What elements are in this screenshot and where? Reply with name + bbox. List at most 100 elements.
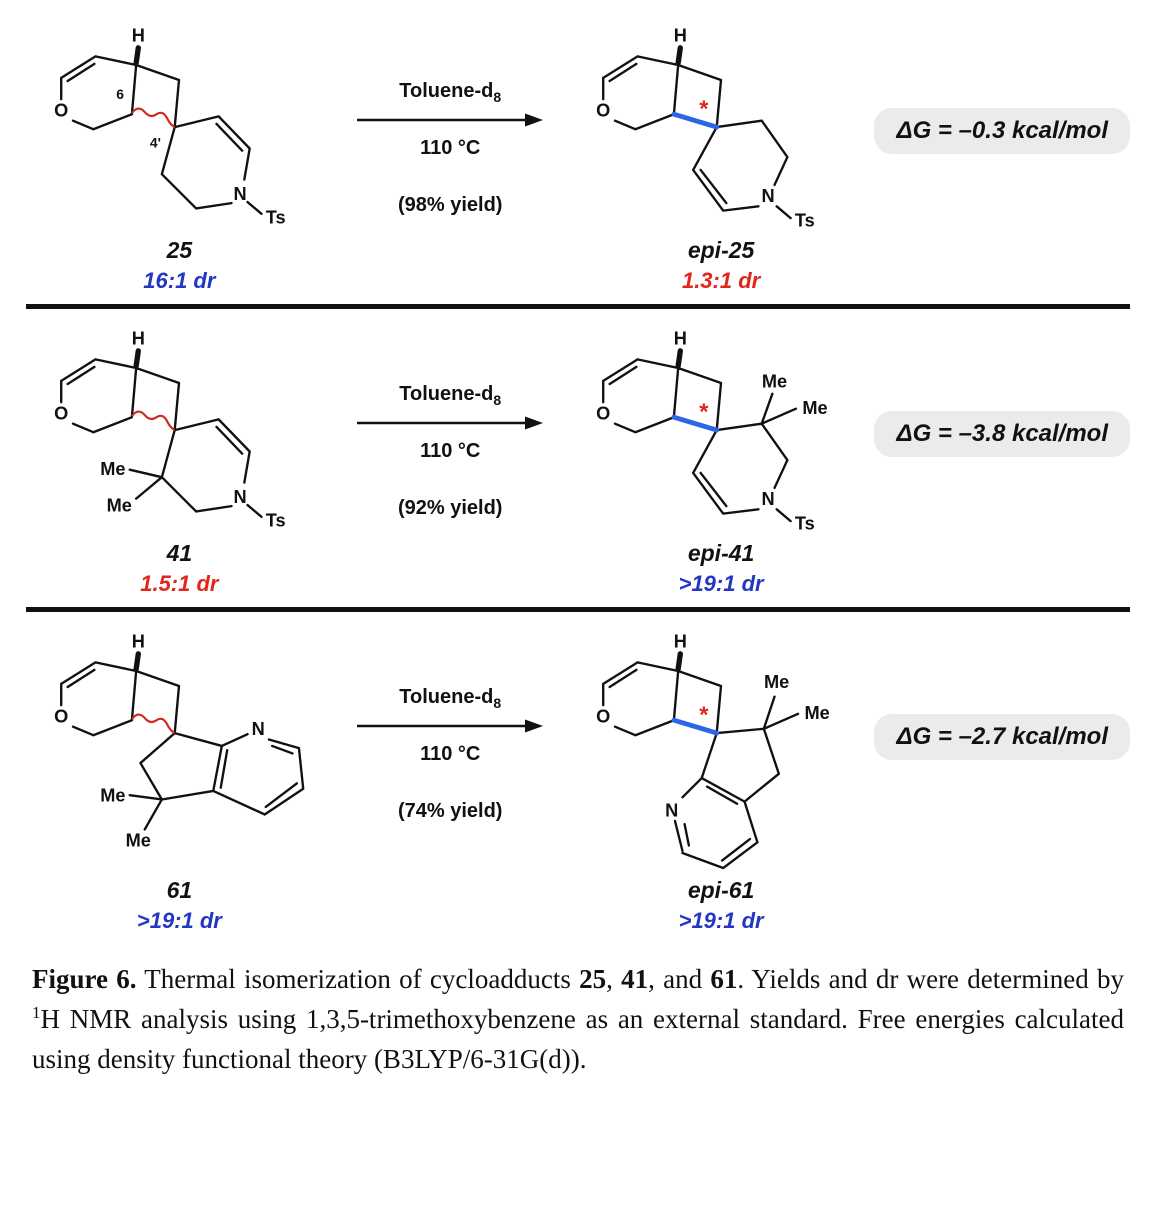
- atom-label-h: H: [132, 25, 145, 45]
- compound-number: epi-61: [687, 877, 755, 903]
- caption-text: , and: [648, 964, 711, 994]
- atom-label-o: O: [54, 706, 68, 726]
- compound-number: 25: [166, 237, 193, 263]
- free-energy-box: ΔG = –0.3 kcal/mol: [874, 108, 1131, 154]
- compound-number: 41: [166, 540, 193, 566]
- h-wedge-bond: [675, 45, 684, 66]
- yield-label: (92% yield): [397, 497, 503, 519]
- structure-25-drawing: H O 6 4' N Ts: [54, 25, 286, 227]
- structure-epi-61-drawing: * H O Me Me N: [596, 631, 830, 870]
- product-structure-epi-25: * H O N Ts epi-25 1.3:1 dr: [568, 20, 875, 294]
- caption-text: Thermal isomerization of cycloadducts: [136, 964, 580, 994]
- bond-skeleton: [60, 55, 263, 215]
- atom-label-h: H: [132, 328, 145, 348]
- wavy-bond-epimer: [131, 713, 176, 735]
- wavy-bond-epimer: [131, 410, 176, 432]
- compound-number: 61: [166, 877, 193, 903]
- yield-label: (98% yield): [397, 194, 503, 216]
- atom-label-me: Me: [101, 786, 126, 806]
- atom-label-n: N: [762, 186, 775, 206]
- free-energy-box: ΔG = –3.8 kcal/mol: [874, 411, 1131, 457]
- bond-skeleton: [60, 358, 263, 518]
- solvent-name: Toluene-d: [399, 383, 494, 405]
- arrow-head: [525, 719, 544, 733]
- reactant-structure-25: H O 6 4' N Ts 25 16:1 dr: [26, 20, 333, 294]
- caption-text: ,: [606, 964, 622, 994]
- dr-value: 1.3:1 dr: [681, 268, 761, 293]
- product-structure-epi-61: * H O Me Me N epi-61 >19:1 dr: [568, 626, 875, 934]
- dr-value: >19:1 dr: [678, 908, 764, 933]
- atom-label-me: Me: [101, 459, 126, 479]
- free-energy-25: ΔG = –0.3 kcal/mol: [874, 108, 1131, 154]
- atom-label-o: O: [54, 100, 68, 120]
- solvent-subscript: 8: [493, 89, 502, 105]
- yield-label: (74% yield): [397, 800, 503, 822]
- caption-compound-number: 61: [710, 964, 738, 994]
- bond-skeleton: [602, 661, 800, 870]
- solvent-subscript: 8: [493, 695, 502, 711]
- atom-label-me: Me: [764, 672, 789, 692]
- dr-value: 16:1 dr: [143, 268, 216, 293]
- dr-value: >19:1 dr: [136, 908, 222, 933]
- solvent-name: Toluene-d: [399, 686, 494, 708]
- atom-label-o: O: [596, 100, 610, 120]
- figure-caption: Figure 6. Thermal isomerization of cyclo…: [32, 960, 1124, 1080]
- atom-label-h: H: [132, 631, 145, 651]
- h-wedge-bond: [133, 45, 142, 66]
- new-bond-highlight: [671, 414, 720, 433]
- dr-value: 1.5:1 dr: [140, 571, 219, 596]
- solvent-label: Toluene-d8: [399, 686, 501, 711]
- position-label-4prime: 4': [150, 134, 161, 150]
- atom-label-me: Me: [107, 495, 132, 515]
- structure-61-drawing: H O Me Me N: [54, 631, 305, 851]
- solvent-label: Toluene-d8: [399, 383, 501, 408]
- temperature-label: 110 °C: [420, 137, 481, 159]
- atom-label-me: Me: [805, 703, 830, 723]
- atom-label-h: H: [674, 328, 687, 348]
- atom-label-h: H: [674, 631, 687, 651]
- caption-compound-number: 41: [621, 964, 649, 994]
- h-wedge-bond: [675, 348, 684, 369]
- solvent-label: Toluene-d8: [399, 80, 501, 105]
- stereocenter-asterisk: *: [699, 95, 709, 121]
- product-structure-epi-41: * H O Me Me N Ts epi-41 >19:1 dr: [568, 323, 875, 597]
- atom-label-ts: Ts: [266, 207, 286, 227]
- h-wedge-bond: [675, 651, 684, 672]
- stereocenter-asterisk: *: [699, 398, 709, 424]
- reaction-arrow: [357, 113, 544, 127]
- reactant-structure-41: H O Me Me N Ts 41 1.5:1 dr: [26, 323, 333, 597]
- new-bond-highlight: [671, 717, 720, 736]
- atom-label-o: O: [596, 403, 610, 423]
- atom-label-me: Me: [126, 831, 151, 851]
- arrow-head: [525, 113, 544, 127]
- free-energy-41: ΔG = –3.8 kcal/mol: [874, 411, 1131, 457]
- reactant-structure-61: H O Me Me N 61 >19:1 dr: [26, 626, 333, 934]
- caption-text: . Yields and dr were determined by: [737, 964, 1124, 994]
- reaction-conditions-41: Toluene-d8 110 °C (92% yield): [333, 383, 568, 520]
- atom-label-o: O: [54, 403, 68, 423]
- figure-6: H O 6 4' N Ts 25 16:1 dr Toluene-d8 110 …: [26, 10, 1131, 1080]
- atom-label-o: O: [596, 706, 610, 726]
- wavy-bond-epimer: [131, 107, 176, 129]
- structure-epi-41-drawing: * H O Me Me N Ts: [596, 328, 828, 534]
- free-energy-61: ΔG = –2.7 kcal/mol: [874, 714, 1131, 760]
- new-bond-highlight: [671, 111, 720, 130]
- compound-number: epi-41: [687, 540, 755, 566]
- bond-skeleton: [60, 661, 305, 831]
- atom-label-me: Me: [762, 371, 787, 391]
- solvent-name: Toluene-d: [399, 80, 494, 102]
- reaction-arrow: [357, 719, 544, 733]
- atom-label-n: N: [762, 489, 775, 509]
- atom-label-n: N: [234, 184, 247, 204]
- atom-label-ts: Ts: [266, 510, 286, 530]
- arrow-head: [525, 416, 544, 430]
- reaction-arrow: [357, 416, 544, 430]
- solvent-subscript: 8: [493, 392, 502, 408]
- atom-label-ts: Ts: [795, 514, 815, 534]
- caption-superscript: 1: [32, 1002, 41, 1022]
- reaction-row-25: H O 6 4' N Ts 25 16:1 dr Toluene-d8 110 …: [26, 10, 1131, 294]
- h-wedge-bond: [133, 348, 142, 369]
- dr-value: >19:1 dr: [678, 571, 764, 596]
- caption-figure-label: Figure 6.: [32, 964, 137, 994]
- caption-text: H NMR analysis using 1,3,5-trimethoxyben…: [32, 1003, 1124, 1074]
